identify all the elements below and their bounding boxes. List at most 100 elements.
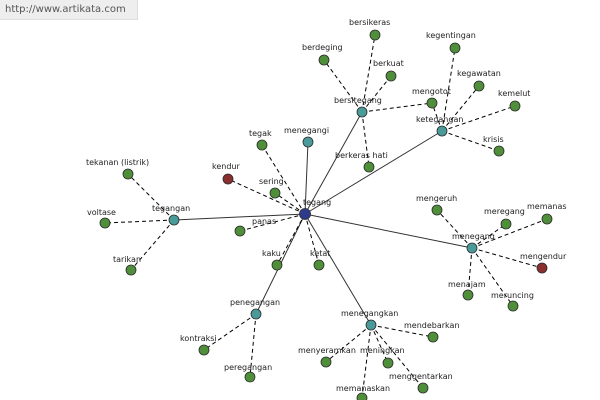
node-label-mendebarkan[interactable]: mendebarkan [404, 321, 460, 330]
node-menggentarkan[interactable]: menggentarkan [389, 372, 453, 394]
node-label-tekanan-listrik[interactable]: tekanan (listrik) [86, 158, 149, 167]
node-label-krisis[interactable]: krisis [483, 135, 504, 144]
node-label-menyeramkan[interactable]: menyeramkan [298, 346, 356, 355]
node-label-tegang[interactable]: tegang [303, 198, 331, 207]
node-label-ketat[interactable]: ketat [310, 249, 330, 258]
node-label-panas[interactable]: panas [252, 217, 276, 226]
node-marker-berdeging[interactable] [318, 54, 330, 66]
node-label-tegak[interactable]: tegak [249, 129, 272, 138]
node-tegangan[interactable]: tegangan [152, 204, 190, 226]
node-marker-meningkan[interactable] [382, 357, 394, 369]
node-marker-menggentarkan[interactable] [417, 382, 429, 394]
node-meregang[interactable]: meregang [484, 207, 525, 230]
node-label-kegawatan[interactable]: kegawatan [457, 69, 501, 78]
node-label-voltase[interactable]: voltase [87, 208, 116, 217]
node-label-kontraksi[interactable]: kontraksi [180, 334, 217, 343]
node-marker-tegang[interactable] [299, 208, 311, 220]
node-menajam[interactable]: menajam [448, 280, 486, 301]
node-marker-voltase[interactable] [99, 217, 111, 229]
node-marker-memanaskan[interactable] [356, 392, 368, 400]
node-label-memanas[interactable]: memanas [527, 202, 567, 211]
node-marker-penegangan[interactable] [250, 308, 262, 320]
source-url[interactable]: http://www.artikata.com [0, 0, 138, 20]
node-sering[interactable]: sering [259, 177, 284, 199]
node-mengotot[interactable]: mengotot [412, 87, 451, 109]
node-marker-kegentingan[interactable] [449, 42, 461, 54]
node-marker-kemelut[interactable] [509, 100, 521, 112]
node-kaku[interactable]: kaku [262, 249, 283, 271]
node-label-kegentingan[interactable]: kegentingan [426, 31, 476, 40]
node-marker-menegangi[interactable] [302, 136, 314, 148]
node-mendebarkan[interactable]: mendebarkan [404, 321, 460, 343]
node-marker-bersikeras[interactable] [369, 29, 381, 41]
node-label-tegangan[interactable]: tegangan [152, 204, 190, 213]
node-marker-menegangkan[interactable] [365, 319, 377, 331]
node-label-mengeruh[interactable]: mengeruh [416, 194, 457, 203]
node-marker-mengeruh[interactable] [431, 204, 443, 216]
node-marker-mengotot[interactable] [426, 97, 438, 109]
node-marker-peregangan[interactable] [244, 371, 256, 383]
node-tekanan-listrik[interactable]: tekanan (listrik) [86, 158, 149, 180]
node-ketat[interactable]: ketat [310, 249, 330, 271]
node-menegang[interactable]: menegang [452, 232, 495, 254]
node-bersitegang[interactable]: bersitegang [334, 96, 382, 118]
node-label-penegangan[interactable]: penegangan [230, 298, 280, 307]
node-label-meruncing[interactable]: meruncing [491, 291, 534, 300]
node-kegawatan[interactable]: kegawatan [457, 69, 501, 92]
node-menyeramkan[interactable]: menyeramkan [298, 346, 356, 368]
node-marker-memanas[interactable] [541, 213, 553, 225]
node-label-berdeging[interactable]: berdeging [302, 43, 343, 52]
node-kemelut[interactable]: kemelut [498, 89, 530, 112]
node-kegentingan[interactable]: kegentingan [426, 31, 476, 54]
node-label-ketegangan[interactable]: ketegangan [416, 115, 463, 124]
node-marker-mengendur[interactable] [536, 262, 548, 274]
node-label-kemelut[interactable]: kemelut [498, 89, 530, 98]
node-tegak[interactable]: tegak [249, 129, 272, 151]
node-marker-tegak[interactable] [256, 139, 268, 151]
node-memanas[interactable]: memanas [527, 202, 567, 225]
node-mengeruh[interactable]: mengeruh [416, 194, 457, 216]
node-marker-meruncing[interactable] [507, 300, 519, 312]
node-kontraksi[interactable]: kontraksi [180, 334, 217, 356]
node-label-berkuat[interactable]: berkuat [373, 59, 404, 68]
node-tarikan[interactable]: tarikan [113, 255, 141, 276]
node-label-mengendur[interactable]: mengendur [520, 252, 567, 261]
node-marker-berkeras-hati[interactable] [363, 161, 375, 173]
node-label-kendur[interactable]: kendur [212, 162, 240, 171]
node-label-meregang[interactable]: meregang [484, 207, 525, 216]
node-label-sering[interactable]: sering [259, 177, 284, 186]
node-label-berkeras-hati[interactable]: berkeras hati [335, 151, 388, 160]
node-memanaskan[interactable]: memanaskan [336, 384, 390, 400]
node-voltase[interactable]: voltase [87, 208, 116, 229]
node-marker-berkuat[interactable] [385, 70, 397, 82]
node-label-kaku[interactable]: kaku [262, 249, 281, 258]
node-marker-sering[interactable] [269, 187, 281, 199]
node-kendur[interactable]: kendur [212, 162, 240, 185]
node-marker-menyeramkan[interactable] [320, 356, 332, 368]
node-marker-menegang[interactable] [466, 242, 478, 254]
node-menegangkan[interactable]: menegangkan [341, 309, 398, 331]
node-marker-panas[interactable] [234, 225, 246, 237]
node-marker-krisis[interactable] [493, 145, 505, 157]
node-marker-kegawatan[interactable] [473, 80, 485, 92]
node-marker-ketat[interactable] [313, 259, 325, 271]
node-label-memanaskan[interactable]: memanaskan [336, 384, 390, 393]
node-label-bersikeras[interactable]: bersikeras [349, 18, 390, 27]
node-label-mengotot[interactable]: mengotot [412, 87, 451, 96]
node-marker-ketegangan[interactable] [436, 125, 448, 137]
node-label-meningkan[interactable]: meningkan [360, 346, 405, 355]
node-krisis[interactable]: krisis [483, 135, 505, 157]
node-marker-menajam[interactable] [462, 289, 474, 301]
node-label-menajam[interactable]: menajam [448, 280, 486, 289]
node-label-bersitegang[interactable]: bersitegang [334, 96, 382, 105]
node-ketegangan[interactable]: ketegangan [416, 115, 463, 137]
node-peregangan[interactable]: peregangan [224, 363, 272, 383]
node-bersikeras[interactable]: bersikeras [349, 18, 390, 41]
node-tegang[interactable]: tegang [299, 198, 332, 220]
node-menegangi[interactable]: menegangi [284, 126, 329, 148]
node-marker-tarikan[interactable] [125, 264, 137, 276]
node-label-tarikan[interactable]: tarikan [113, 255, 141, 264]
node-marker-meregang[interactable] [500, 218, 512, 230]
node-marker-kaku[interactable] [271, 259, 283, 271]
node-marker-tegangan[interactable] [168, 214, 180, 226]
